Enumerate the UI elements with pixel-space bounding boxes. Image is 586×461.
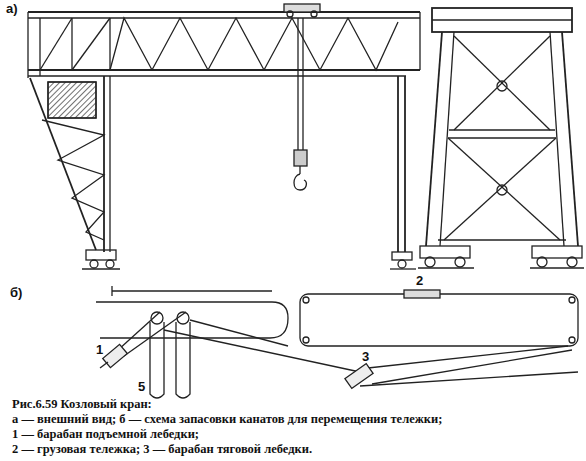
callout-number: 2 (416, 274, 423, 289)
callout-number: 3 (362, 350, 369, 365)
caption-line: а — внешний вид; б — схема запасовки кан… (12, 412, 442, 426)
callout-number: 5 (138, 380, 145, 395)
caption-line: 1 — барабан подъемной лебедки; (12, 427, 199, 441)
view-letter: б) (10, 286, 22, 301)
figure-caption: Рис.6.59 Козловый кран: (12, 397, 152, 411)
view-letter: а) (6, 2, 18, 17)
callout-number: 1 (96, 343, 103, 358)
caption-line: 2 — грузовая тележка; 3 — барабан тягово… (12, 442, 312, 456)
